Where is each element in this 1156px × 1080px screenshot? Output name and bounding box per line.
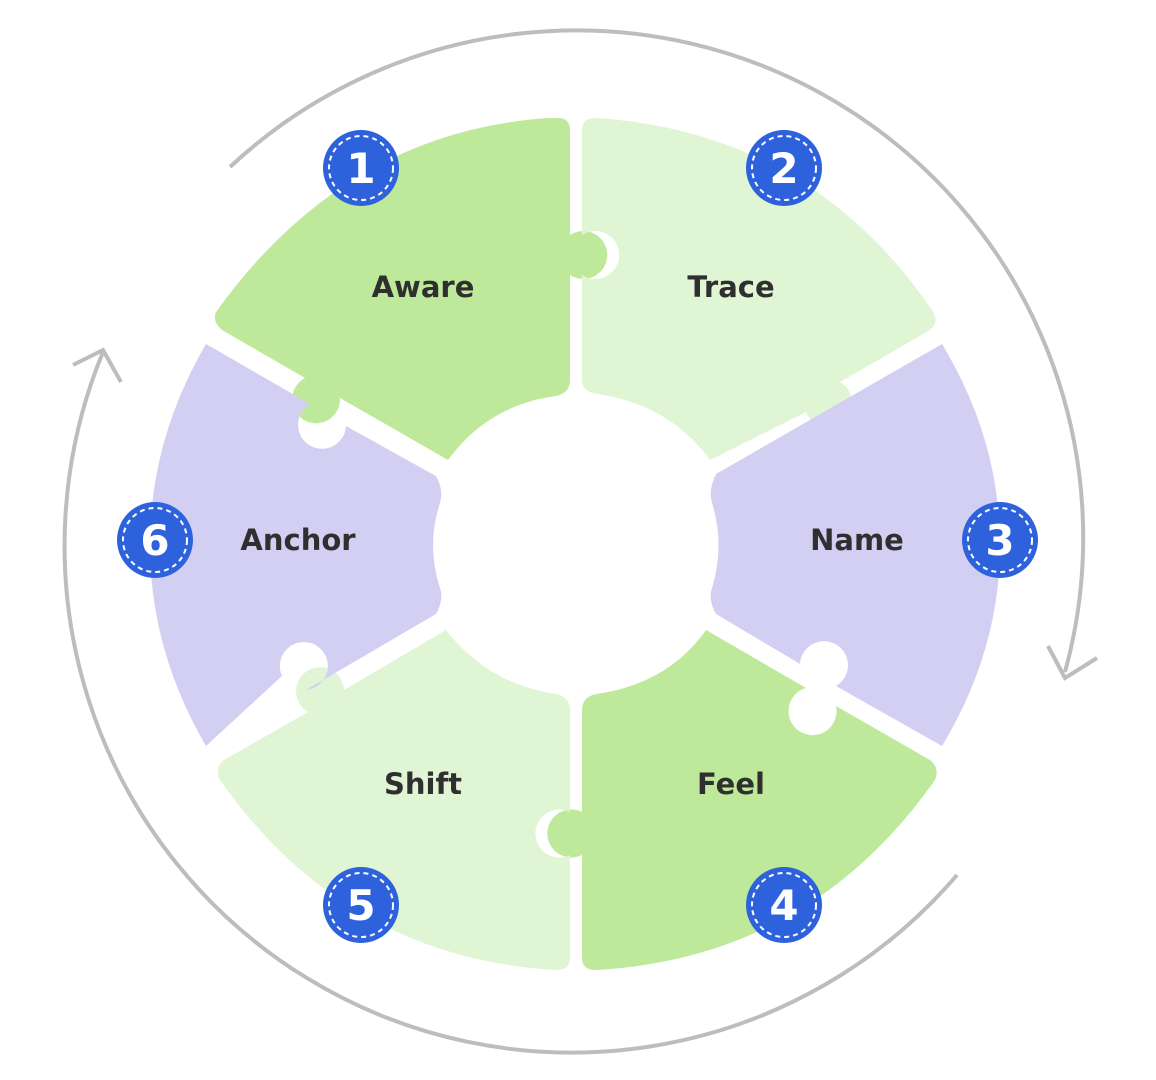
cycle-arrow-left <box>62 351 959 1055</box>
segment-labels: Aware Trace Name Feel Shift Anchor <box>240 270 903 801</box>
badge-number-3: 3 <box>985 516 1014 565</box>
badge-number-2: 2 <box>769 144 798 193</box>
badge-6: 6 <box>117 502 193 578</box>
badge-number-5: 5 <box>346 881 375 930</box>
segment-anchor <box>150 344 442 746</box>
segment-feel <box>547 630 937 970</box>
badge-2: 2 <box>746 130 822 206</box>
label-feel: Feel <box>697 767 765 801</box>
cycle-arrows <box>62 28 1099 1055</box>
segments <box>150 118 1000 970</box>
cycle-arrow-right <box>228 28 1086 673</box>
segment-trace <box>582 118 936 460</box>
cycle-arrow-right-head-icon <box>1046 645 1099 681</box>
label-name: Name <box>810 523 904 557</box>
badge-number-1: 1 <box>346 144 375 193</box>
label-shift: Shift <box>384 767 462 801</box>
badge-1: 1 <box>323 130 399 206</box>
badge-3: 3 <box>962 502 1038 578</box>
step-badges: 1 2 3 4 5 6 <box>117 130 1038 943</box>
badge-number-6: 6 <box>140 516 169 565</box>
label-trace: Trace <box>687 270 774 304</box>
badge-5: 5 <box>323 867 399 943</box>
segment-name <box>710 344 1000 746</box>
segment-shift <box>217 630 570 970</box>
segment-aware <box>214 118 608 460</box>
label-anchor: Anchor <box>240 523 356 557</box>
label-aware: Aware <box>372 270 475 304</box>
cycle-arrow-left-head-icon <box>72 347 123 383</box>
badge-number-4: 4 <box>769 881 798 930</box>
badge-4: 4 <box>746 867 822 943</box>
